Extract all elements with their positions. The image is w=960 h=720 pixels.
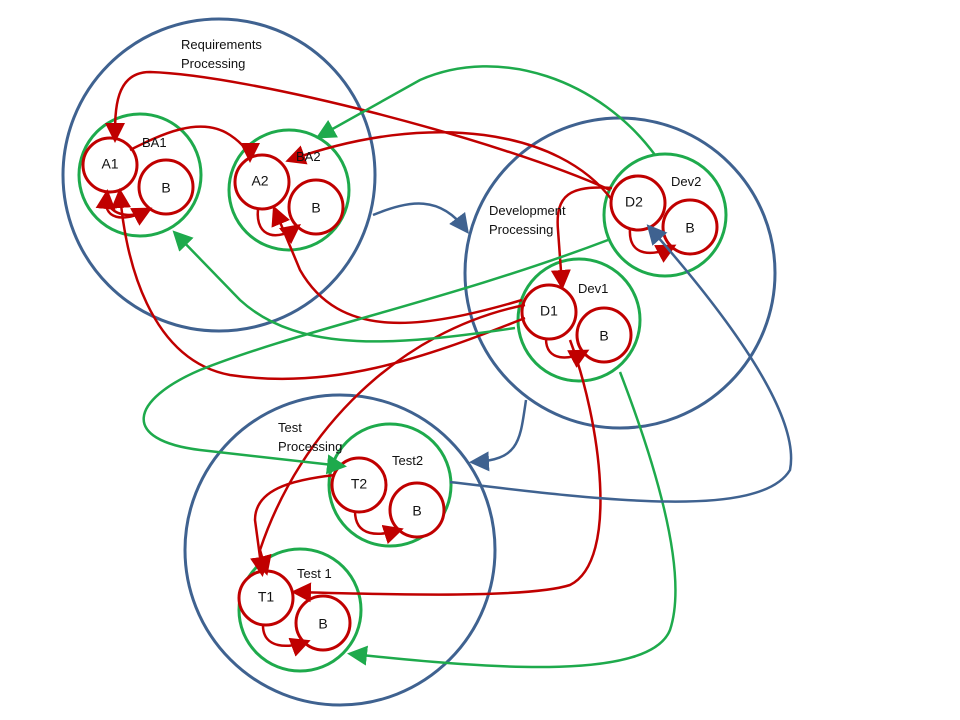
- edge-dev2-ba2: [315, 65, 657, 156]
- edge-dev1-test1: [347, 371, 677, 669]
- process-label-line1: Development: [489, 203, 566, 218]
- edge-t1-d1: [291, 339, 602, 603]
- node-b-test1: [294, 594, 352, 652]
- requirements-process-circle: [61, 17, 377, 333]
- node-label: B: [311, 200, 320, 216]
- node-b-dev1: [575, 306, 633, 364]
- edge-t2-t1: [250, 473, 336, 577]
- group-circles: [77, 112, 728, 673]
- group-label: Test 1: [297, 566, 332, 581]
- group-label: Dev2: [671, 174, 701, 189]
- node-b-test2: [388, 481, 446, 539]
- edge-a2-d1: [271, 205, 523, 325]
- edge-dev2-test2: [142, 238, 609, 475]
- process-label-line1: Requirements: [181, 37, 262, 52]
- edge-test2-dev2: [449, 224, 793, 503]
- process-label-line1: Test: [278, 420, 302, 435]
- node-label: D1: [540, 303, 558, 319]
- node-label: B: [318, 616, 327, 632]
- node-label: B: [685, 220, 694, 236]
- node-d2: [609, 174, 667, 232]
- group-ba1: [77, 112, 203, 238]
- red-edges: [95, 70, 677, 657]
- group-ba2: [227, 128, 351, 252]
- group-dev2: [602, 152, 728, 278]
- edge-a1-a2: [129, 125, 260, 163]
- node-d1: [520, 283, 578, 341]
- node-b-ba1: [137, 158, 195, 216]
- labels: Requirements Processing Development Proc…: [101, 37, 701, 632]
- node-label: A1: [101, 156, 118, 172]
- green-edges: [142, 65, 677, 669]
- group-label: Dev1: [578, 281, 608, 296]
- edge-d2-a2: [285, 131, 614, 201]
- test-process-circle: [183, 393, 497, 707]
- process-label-line2: Processing: [278, 439, 342, 454]
- group-label: Test2: [392, 453, 423, 468]
- group-test1: [237, 547, 363, 673]
- group-label: BA2: [296, 149, 321, 164]
- node-label: B: [161, 180, 170, 196]
- process-label-line2: Processing: [181, 56, 245, 71]
- node-label: T2: [351, 476, 368, 492]
- edge-d1-a1: [111, 188, 526, 381]
- edge-t1-b: [261, 623, 311, 657]
- edge-d1-a2: [252, 303, 526, 576]
- edge-dev1-ba1: [172, 230, 516, 343]
- node-label: A2: [251, 173, 268, 189]
- blue-edges: [372, 202, 793, 503]
- node-a2: [233, 153, 291, 211]
- group-label: BA1: [142, 135, 167, 150]
- edge-d2-a1: [105, 70, 611, 192]
- process-label-line2: Processing: [489, 222, 553, 237]
- node-label: D2: [625, 194, 643, 210]
- node-circles: [81, 136, 719, 652]
- edge-t2-b: [353, 510, 404, 545]
- edge-a2-b: [256, 208, 301, 245]
- group-test2: [327, 422, 453, 548]
- node-label: T1: [258, 589, 275, 605]
- node-label: B: [412, 503, 421, 519]
- edge-d2-d1: [550, 186, 613, 290]
- edge-d1-b: [544, 338, 590, 368]
- edge-dev-test: [469, 399, 528, 472]
- node-label: B: [599, 328, 608, 344]
- edge-b-a1: [95, 189, 149, 217]
- edge-req-dev: [372, 202, 469, 235]
